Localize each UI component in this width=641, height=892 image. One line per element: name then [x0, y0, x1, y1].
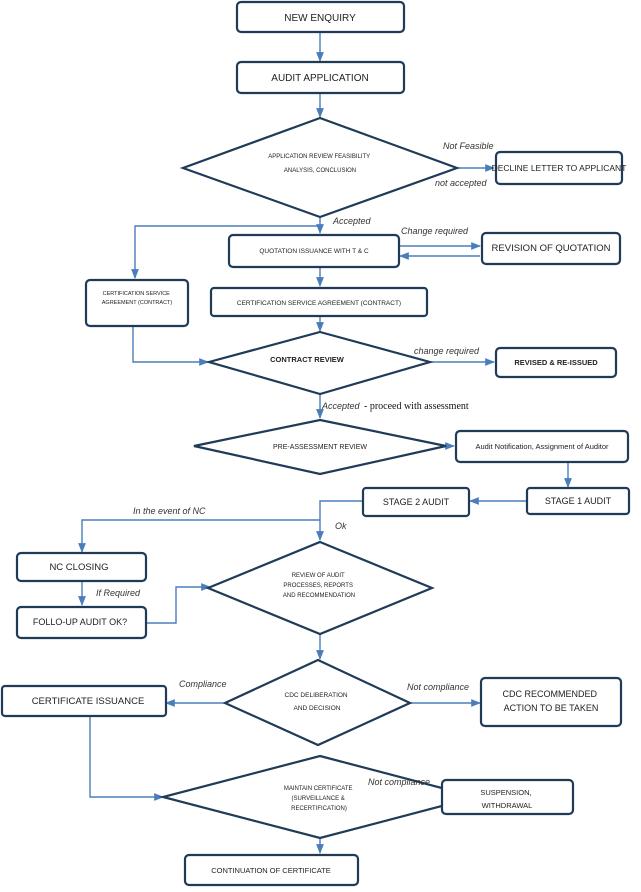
- node-stage2-audit: STAGE 2 AUDIT: [361, 486, 471, 518]
- arrow-stage2-to-nc-closing: [78, 519, 320, 553]
- node-suspension-line-2: WITHDRAWAL: [482, 801, 533, 810]
- node-review-of-audit-line-1: REVIEW OF AUDIT: [292, 573, 345, 579]
- label-change-required-quotation: Change required: [401, 226, 469, 236]
- node-audit-notification-text: Audit Notification, Assignment of Audito…: [476, 442, 609, 451]
- node-suspension: SUSPENSION, WITHDRAWAL: [440, 778, 575, 816]
- node-cdc-recommended-line-2: ACTION TO BE TAKEN: [504, 703, 599, 713]
- svg-text:SUSPENSION, WITHDRAWAL: SUSPENSION, WITHDRAWAL: [480, 788, 533, 810]
- edge-labels: Not Feasible not accepted Accepted Chang…: [96, 141, 494, 787]
- node-certificate-issuance: CERTIFICATE ISSUANCE: [0, 684, 168, 718]
- node-application-review-line-2: ANALYSIS, CONCLUSION: [284, 168, 356, 174]
- svg-text:CERTIFICATION SERVICE AG: CERTIFICATION SERVICE AGREEMENT (CONTRAC…: [102, 291, 173, 306]
- label-in-event-of-nc: In the event of NC: [133, 506, 206, 516]
- node-nc-closing-text: NC CLOSING: [49, 562, 108, 573]
- node-maintain-certificate-line-3: RECERTIFICATION): [291, 806, 347, 812]
- node-quotation-issuance-text: QUOTATION ISSUANCE WITH T & C: [259, 248, 369, 255]
- node-pre-assessment: PRE-ASSESSMENT REVIEW: [193, 418, 447, 476]
- svg-text:REVIEW OF AUDIT PROCESSE: REVIEW OF AUDIT PROCESSES, REPORTS AND R…: [283, 573, 355, 599]
- svg-text:CDC DELIBERATION AND DEC: CDC DELIBERATION AND DECISION: [285, 692, 350, 712]
- node-certificate-issuance-text: CERTIFICATE ISSUANCE: [32, 696, 145, 707]
- arrow-certificate-to-maintain: [89, 716, 164, 801]
- svg-text:MAINTAIN CERTIFICATE (SU: MAINTAIN CERTIFICATE (SURVEILLANCE & REC…: [284, 786, 354, 812]
- node-application-review-line-1: APPLICATION REVIEW FEASIBILITY: [268, 154, 370, 160]
- node-cdc-deliberation-line-1: CDC DELIBERATION: [285, 692, 348, 699]
- label-not-feasible: Not Feasible: [443, 141, 494, 151]
- label-not-compliance-maintain: Not compliance: [368, 777, 430, 787]
- arrow-review-to-agreement-left: [131, 225, 320, 279]
- node-audit-notification: Audit Notification, Assignment of Audito…: [454, 429, 630, 464]
- svg-text:Accepted - proceed with: Accepted - proceed with assessment: [321, 396, 469, 413]
- node-agreement-left-line-1: CERTIFICATION SERVICE: [103, 291, 171, 297]
- node-decline-letter: DECLINE LETTER TO APPLICANT: [492, 150, 627, 186]
- label-if-required: If Required: [96, 588, 141, 598]
- node-stage2-audit-text: STAGE 2 AUDIT: [383, 497, 450, 507]
- node-continuation-text: CONTINUATION OF CERTIFICATE: [211, 866, 331, 875]
- label-compliance: Compliance: [179, 679, 227, 689]
- node-maintain-certificate: MAINTAIN CERTIFICATE (SURVEILLANCE & REC…: [158, 754, 481, 840]
- node-nc-closing: NC CLOSING: [15, 551, 148, 583]
- node-cdc-deliberation: CDC DELIBERATION AND DECISION: [222, 658, 413, 747]
- node-review-of-audit: REVIEW OF AUDIT PROCESSES, REPORTS AND R…: [205, 540, 435, 636]
- label-not-compliance-cdc: Not compliance: [407, 682, 469, 692]
- label-accepted: Accepted: [332, 216, 372, 226]
- node-contract-review: CONTRACT REVIEW: [204, 330, 435, 396]
- node-application-review: APPLICATION REVIEW FEASIBILITY ANALYSIS,…: [179, 116, 461, 219]
- node-decline-letter-text: DECLINE LETTER TO APPLICANT: [492, 163, 627, 173]
- node-maintain-certificate-line-1: MAINTAIN CERTIFICATE: [284, 786, 353, 792]
- node-quotation-issuance: QUOTATION ISSUANCE WITH T & C: [227, 233, 401, 269]
- node-revised-reissued-text: REVISED & RE-ISSUED: [514, 358, 598, 367]
- arrow-stage2-to-review-of-audit: [316, 500, 362, 541]
- svg-text:APPLICATION REVIEW FEASIBILITY: APPLICATION REVIEW FEASIBILITY ANALYSIS,…: [268, 154, 371, 174]
- node-agreement-left: CERTIFICATION SERVICE AGREEMENT (CONTRAC…: [84, 278, 190, 328]
- node-revised-reissued: REVISED & RE-ISSUED: [494, 346, 618, 379]
- node-review-of-audit-line-2: PROCESSES, REPORTS: [283, 583, 353, 589]
- node-cdc-deliberation-line-2: AND DECISION: [294, 705, 341, 712]
- node-agreement-center: CERTIFICATION SERVICE AGREEMENT (CONTRAC…: [209, 286, 429, 318]
- node-stage1-audit-text: STAGE 1 AUDIT: [545, 496, 612, 506]
- node-follow-up-audit: FOLLO-UP AUDIT OK?: [15, 605, 148, 640]
- arrow-agreement-left-to-contract-review: [132, 326, 209, 366]
- node-revision-of-quotation-text: REVISION OF QUOTATION: [492, 243, 611, 254]
- node-suspension-line-1: SUSPENSION,: [480, 788, 531, 797]
- node-agreement-center-text: CERTIFICATION SERVICE AGREEMENT (CONTRAC…: [237, 300, 401, 307]
- node-maintain-certificate-line-2: (SURVEILLANCE &: [292, 796, 345, 802]
- node-agreement-left-line-2: AGREEMENT (CONTRACT): [102, 300, 173, 306]
- svg-text:CDC RECOMMENDED ACTION T: CDC RECOMMENDED ACTION TO BE TAKEN: [502, 689, 599, 713]
- label-accepted-proceed-suffix: - proceed with assessment: [364, 401, 469, 412]
- label-ok: Ok: [335, 521, 347, 531]
- node-stage1-audit: STAGE 1 AUDIT: [525, 486, 631, 516]
- node-review-of-audit-line-3: AND RECOMMENDATION: [283, 593, 355, 599]
- node-follow-up-audit-text: FOLLO-UP AUDIT OK?: [33, 617, 127, 627]
- node-revision-of-quotation: REVISION OF QUOTATION: [480, 231, 622, 266]
- label-not-accepted: not accepted: [435, 178, 488, 188]
- node-audit-application-text: AUDIT APPLICATION: [271, 73, 368, 84]
- node-cdc-recommended-line-1: CDC RECOMMENDED: [502, 689, 597, 699]
- connectors: [78, 32, 572, 854]
- node-continuation: CONTINUATION OF CERTIFICATE: [183, 853, 360, 887]
- arrow-follow-up-to-review-of-audit: [147, 583, 211, 624]
- node-pre-assessment-text: PRE-ASSESSMENT REVIEW: [273, 444, 367, 451]
- node-cdc-recommended: CDC RECOMMENDED ACTION TO BE TAKEN: [479, 676, 623, 728]
- node-contract-review-text: CONTRACT REVIEW: [270, 355, 345, 364]
- label-change-required-contract: change required: [414, 346, 480, 356]
- label-accepted-proceed-prefix: Accepted: [321, 401, 361, 411]
- node-audit-application: AUDIT APPLICATION: [235, 60, 406, 95]
- node-new-enquiry-text: NEW ENQUIRY: [284, 13, 356, 24]
- node-new-enquiry: NEW ENQUIRY: [235, 0, 406, 34]
